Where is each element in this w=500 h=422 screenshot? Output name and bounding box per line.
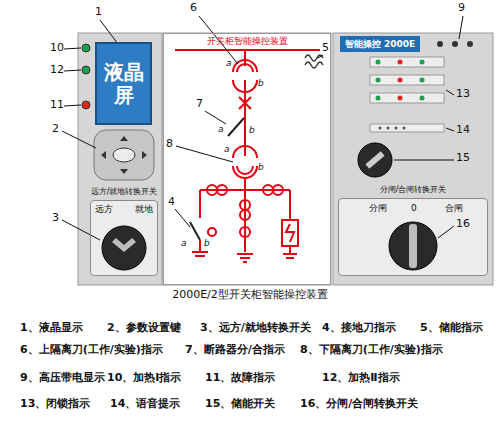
key-item: 3、远方/就地转换开关 — [200, 322, 311, 335]
lcd-screen: 液晶屏 — [95, 42, 152, 125]
terminal-letter: a — [224, 144, 230, 154]
spring-icon — [305, 55, 323, 61]
panel-text: 合闸 — [445, 203, 463, 213]
remote-local-knob — [102, 226, 146, 270]
callout-number: 11 — [50, 99, 64, 112]
key-item: 13、闭锁指示 — [20, 398, 90, 411]
key-item: 6、上隔离刀(工作/实验)指示 — [20, 344, 163, 357]
key-item: 12、加热Ⅱ指示 — [322, 372, 400, 385]
callout-number: 15 — [456, 152, 470, 165]
fault-led — [82, 101, 90, 109]
panel-heading: 分闸/合闸转换开关 — [380, 185, 447, 194]
switch-panel: 分闸/合闸转换开关分闸0合闸 — [338, 198, 488, 276]
terminal-letter: b — [249, 125, 255, 135]
panel-text: 智能操控 2000E — [345, 39, 415, 49]
callout-number: 12 — [50, 64, 64, 77]
key-item: 10、加热Ⅰ指示 — [107, 372, 181, 385]
model-band: 智能操控 2000E — [340, 36, 420, 52]
terminal-letter: a — [226, 58, 232, 68]
spring-icon — [305, 62, 323, 68]
callout-number: 16 — [456, 218, 470, 231]
knob-box-ground — [338, 198, 488, 276]
callout-number: 5 — [322, 42, 329, 55]
heater-led — [82, 44, 90, 52]
key-item: 9、高压带电显示 — [20, 372, 105, 385]
keypad — [94, 130, 154, 180]
key-item: 5、储能指示 — [420, 322, 483, 335]
panel-text: 就地 — [135, 204, 153, 214]
terminal-letter: a — [218, 124, 224, 134]
panel-text: 分闸 — [369, 203, 387, 213]
switch-panel: 远方就地远方/就地转换开关 — [90, 200, 158, 276]
earth-switch-blade — [190, 222, 200, 240]
key-item: 16、分闸/合闸转换开关 — [300, 398, 418, 411]
terminal-letter: b — [258, 162, 264, 172]
panel-text: 远方 — [95, 204, 113, 214]
panel-text: 开关柜智能操控装置 — [207, 36, 288, 46]
callout-number: 7 — [196, 98, 203, 111]
control-panel: 开关柜智能操控装置 — [163, 33, 331, 285]
figure-caption: 2000E/2型开关柜智能操控装置 — [172, 289, 328, 302]
callout-number: 14 — [456, 124, 470, 137]
key-item: 1、液晶显示 — [20, 322, 83, 335]
single-line-schematic — [175, 50, 320, 262]
right-panel — [333, 33, 493, 285]
leader-lines — [62, 16, 463, 240]
indicator-rows — [370, 57, 444, 132]
left-panel — [78, 33, 162, 285]
callout-number: 8 — [166, 138, 173, 151]
callout-number: 1 — [95, 6, 102, 19]
key-item: 11、故障指示 — [205, 372, 275, 385]
key-item: 2、参数设置键 — [107, 322, 181, 335]
live-indicator — [437, 41, 473, 47]
key-item: 4、接地刀指示 — [322, 322, 396, 335]
key-item: 8、下隔离刀(工作/实验)指示 — [300, 344, 443, 357]
panel-heading: 远方/就地转换开关 — [91, 187, 158, 196]
key-item: 15、储能开关 — [205, 398, 275, 411]
callout-number: 2 — [52, 123, 59, 136]
terminal-letter: b — [258, 78, 264, 88]
charge-key-switch — [358, 143, 392, 177]
callout-number: 3 — [52, 212, 59, 225]
breaker-blade — [228, 118, 244, 136]
callout-number: 9 — [458, 2, 465, 15]
callout-number: 6 — [190, 2, 197, 15]
panel-text: 0 — [411, 203, 417, 213]
open-close-knob — [389, 222, 437, 270]
knob-box-ground — [90, 200, 158, 276]
key-item: 7、断路器分/合指示 — [185, 344, 285, 357]
key-item: 14、语音提示 — [110, 398, 180, 411]
callout-number: 10 — [50, 42, 64, 55]
terminal-letter: b — [204, 238, 210, 248]
terminal-letter: a — [181, 238, 187, 248]
heater-led — [82, 66, 90, 74]
panel-text: 液晶屏 — [103, 61, 145, 107]
callout-number: 13 — [456, 88, 470, 101]
center-panel — [163, 33, 331, 285]
callout-number: 4 — [168, 196, 175, 209]
